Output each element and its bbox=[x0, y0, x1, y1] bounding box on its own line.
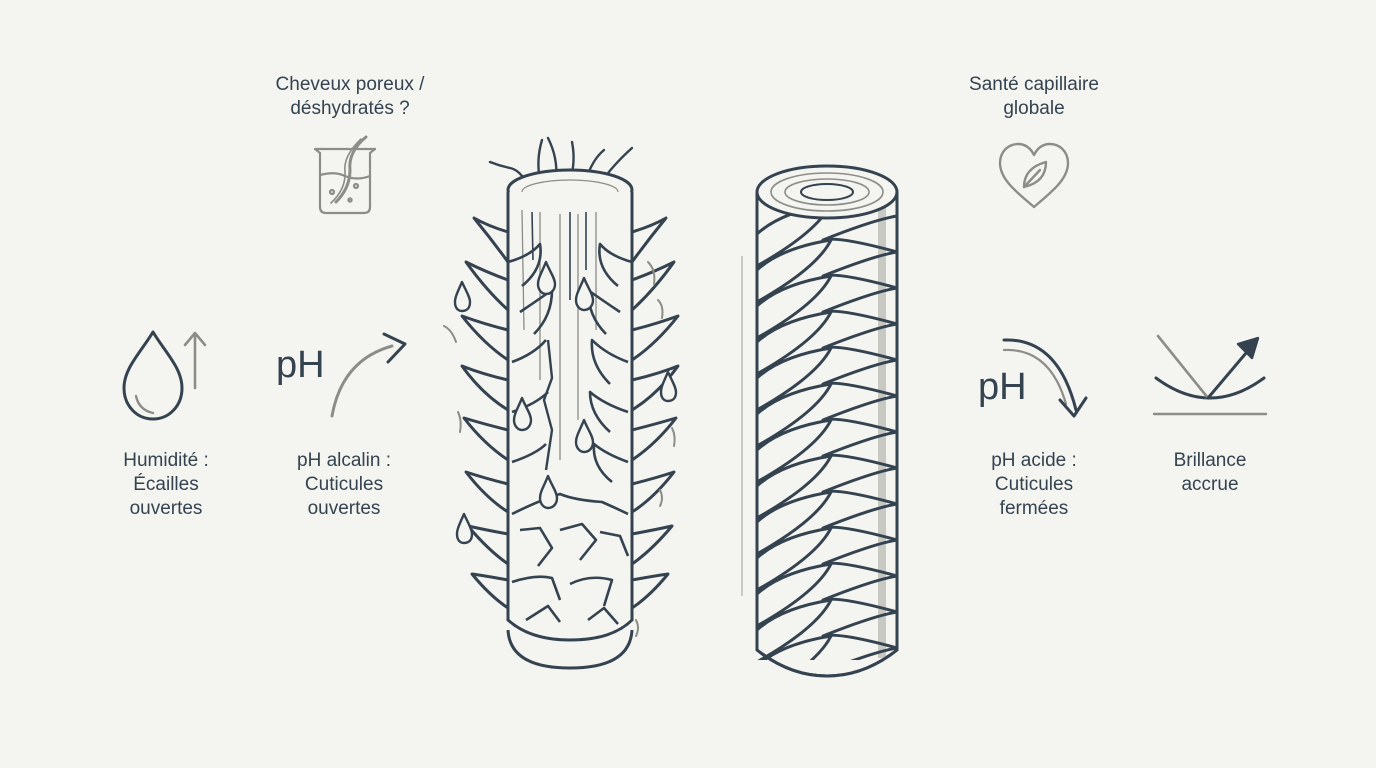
braid-scale-left bbox=[757, 418, 833, 484]
braid-scale-left bbox=[757, 598, 833, 660]
braid-scale-left bbox=[757, 672, 831, 734]
arrow-curve-down-icon bbox=[1002, 338, 1088, 418]
label-shine: Brillance accrue bbox=[1173, 450, 1247, 495]
heart-leaf-icon bbox=[998, 142, 1070, 209]
braid-scale-left bbox=[757, 382, 833, 448]
label-porous-hair: Cheveux poreux / déshydratés ? bbox=[275, 74, 425, 119]
ph-symbol-alkaline: pH bbox=[276, 344, 325, 386]
water-drop-icon bbox=[122, 330, 184, 421]
braid-scale-left bbox=[757, 238, 833, 304]
beaker-hair-icon bbox=[313, 135, 377, 215]
ph-symbol-acid: pH bbox=[978, 366, 1027, 408]
braid-scale-left bbox=[757, 274, 833, 340]
braid-scale-left bbox=[757, 562, 833, 628]
braid-scale-left bbox=[757, 490, 833, 556]
braid-scale-left bbox=[757, 310, 833, 376]
label-humidity: Humidité : Écailles ouvertes bbox=[123, 450, 209, 519]
damaged-hair-strand bbox=[443, 136, 680, 670]
braid-scale-left bbox=[757, 346, 833, 412]
braid-scale-left bbox=[757, 526, 833, 592]
braid-scale-left bbox=[757, 454, 833, 520]
arrow-curve-up-icon bbox=[330, 332, 407, 418]
braid-scale-left bbox=[761, 634, 833, 660]
arrow-up-icon bbox=[183, 331, 207, 390]
braid-scale-right bbox=[850, 646, 897, 660]
braid-scale-right bbox=[823, 684, 897, 720]
label-alkaline-ph: pH alcalin : Cuticules ouvertes bbox=[297, 450, 391, 519]
label-hair-health: Santé capillaire globale bbox=[969, 74, 1099, 119]
light-reflection-icon bbox=[1152, 334, 1268, 416]
label-acid-ph: pH acide : Cuticules fermées bbox=[991, 450, 1077, 519]
healthy-hair-strand bbox=[741, 164, 899, 734]
